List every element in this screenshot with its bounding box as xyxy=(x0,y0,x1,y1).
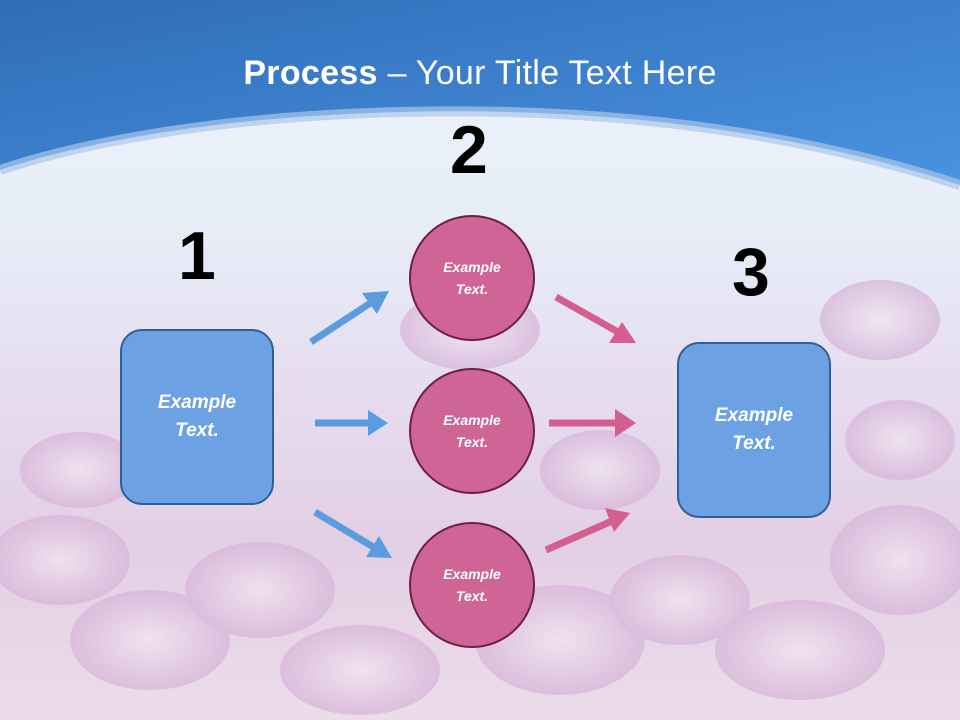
header-band xyxy=(0,0,960,185)
step-2-circle-middle: Example Text. xyxy=(409,368,535,494)
arrow-1-to-middle xyxy=(315,410,388,436)
arrow-1-to-bottom xyxy=(313,508,392,558)
step-1-box: Example Text. xyxy=(120,329,274,505)
step-2-circle-top: Example Text. xyxy=(409,215,535,341)
arrow-middle-to-3 xyxy=(549,409,636,437)
step-3-text: Example Text. xyxy=(714,404,794,455)
title-bold: Process xyxy=(243,54,378,92)
title-rest: – Your Title Text Here xyxy=(377,54,717,92)
step-3-box: Example Text. xyxy=(677,342,831,518)
step-2-text-top: Example Text. xyxy=(443,258,501,297)
step-2-circle-bottom: Example Text. xyxy=(409,522,535,648)
arrow-top-to-3 xyxy=(554,293,636,343)
step-2-text-bottom: Example Text. xyxy=(443,565,501,604)
step-number-3: 3 xyxy=(732,234,770,310)
slide-title: Process – Your Title Text Here xyxy=(0,54,960,93)
arrow-1-to-top xyxy=(309,291,389,345)
step-number-1: 1 xyxy=(178,218,216,294)
arrow-bottom-to-3 xyxy=(544,508,630,554)
step-2-text-middle: Example Text. xyxy=(443,411,501,450)
header-arc xyxy=(0,106,960,190)
step-number-2: 2 xyxy=(450,112,488,188)
step-1-text: Example Text. xyxy=(157,391,237,442)
